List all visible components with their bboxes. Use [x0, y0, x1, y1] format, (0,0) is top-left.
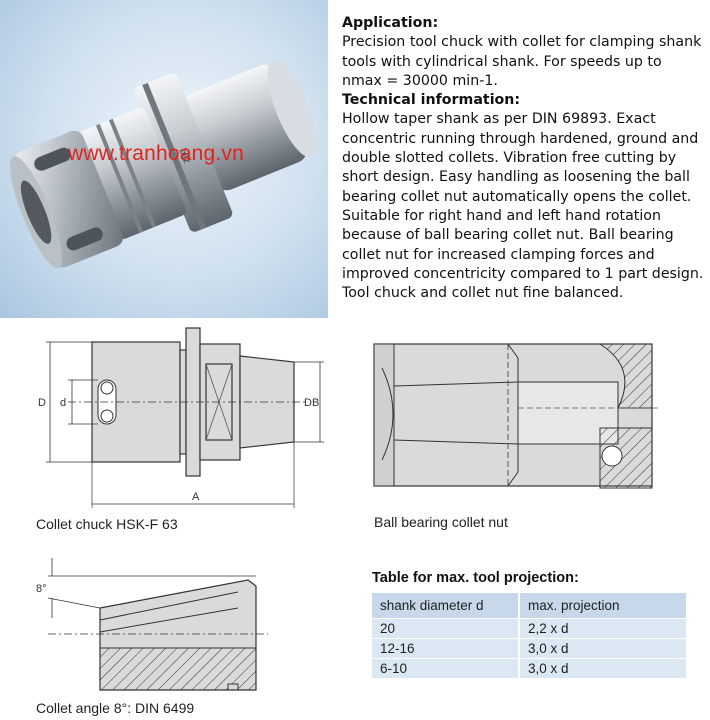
collet-chuck-drawing: D d DB A [38, 327, 324, 508]
table-header-row: shank diameter d max. projection [372, 593, 686, 619]
table-title: Table for max. tool projection: [372, 570, 579, 586]
watermark: www.tranhoang.vn [68, 142, 244, 165]
dim-d-label: d [60, 397, 66, 409]
technical-text: Hollow taper shank as per DIN 69893. Exa… [342, 111, 704, 302]
collet-angle-drawing: 8° [36, 558, 268, 691]
cell-projection: 2,2 x d [519, 618, 686, 639]
cell-shank: 20 [372, 618, 520, 639]
technical-heading: Technical information: [342, 92, 521, 109]
application-heading: Application: [342, 15, 439, 31]
collet-chuck-render: bilz [10, 60, 317, 269]
cell-shank: 12-16 [372, 638, 520, 659]
collet-nut-drawing [373, 343, 658, 489]
table-row: 20 2,2 x d [372, 618, 686, 639]
table-row: 12-16 3,0 x d [372, 638, 686, 659]
collet-chuck-caption: Collet chuck HSK-F 63 [36, 516, 178, 532]
header-shank-diameter: shank diameter d [372, 593, 520, 619]
collet-angle-caption: Collet angle 8°: DIN 6499 [36, 700, 195, 716]
cell-shank: 6-10 [372, 658, 520, 678]
dim-D-label: D [38, 397, 46, 409]
projection-table: shank diameter d max. projection 20 2,2 … [372, 593, 686, 678]
cell-projection: 3,0 x d [519, 638, 686, 659]
header-max-projection: max. projection [519, 593, 686, 619]
table-row: 6-10 3,0 x d [372, 658, 686, 678]
brand-stamp: bilz [176, 147, 192, 165]
dim-DB-label: DB [304, 397, 319, 409]
application-text: Precision tool chuck with collet for cla… [342, 34, 702, 89]
angle-label: 8° [36, 583, 47, 595]
description-block: Application: Precision tool chuck with c… [342, 14, 706, 303]
cell-projection: 3,0 x d [519, 658, 686, 678]
dim-A-label: A [192, 491, 200, 503]
collet-nut-caption: Ball bearing collet nut [374, 514, 508, 530]
product-photo: bilz [0, 0, 328, 318]
